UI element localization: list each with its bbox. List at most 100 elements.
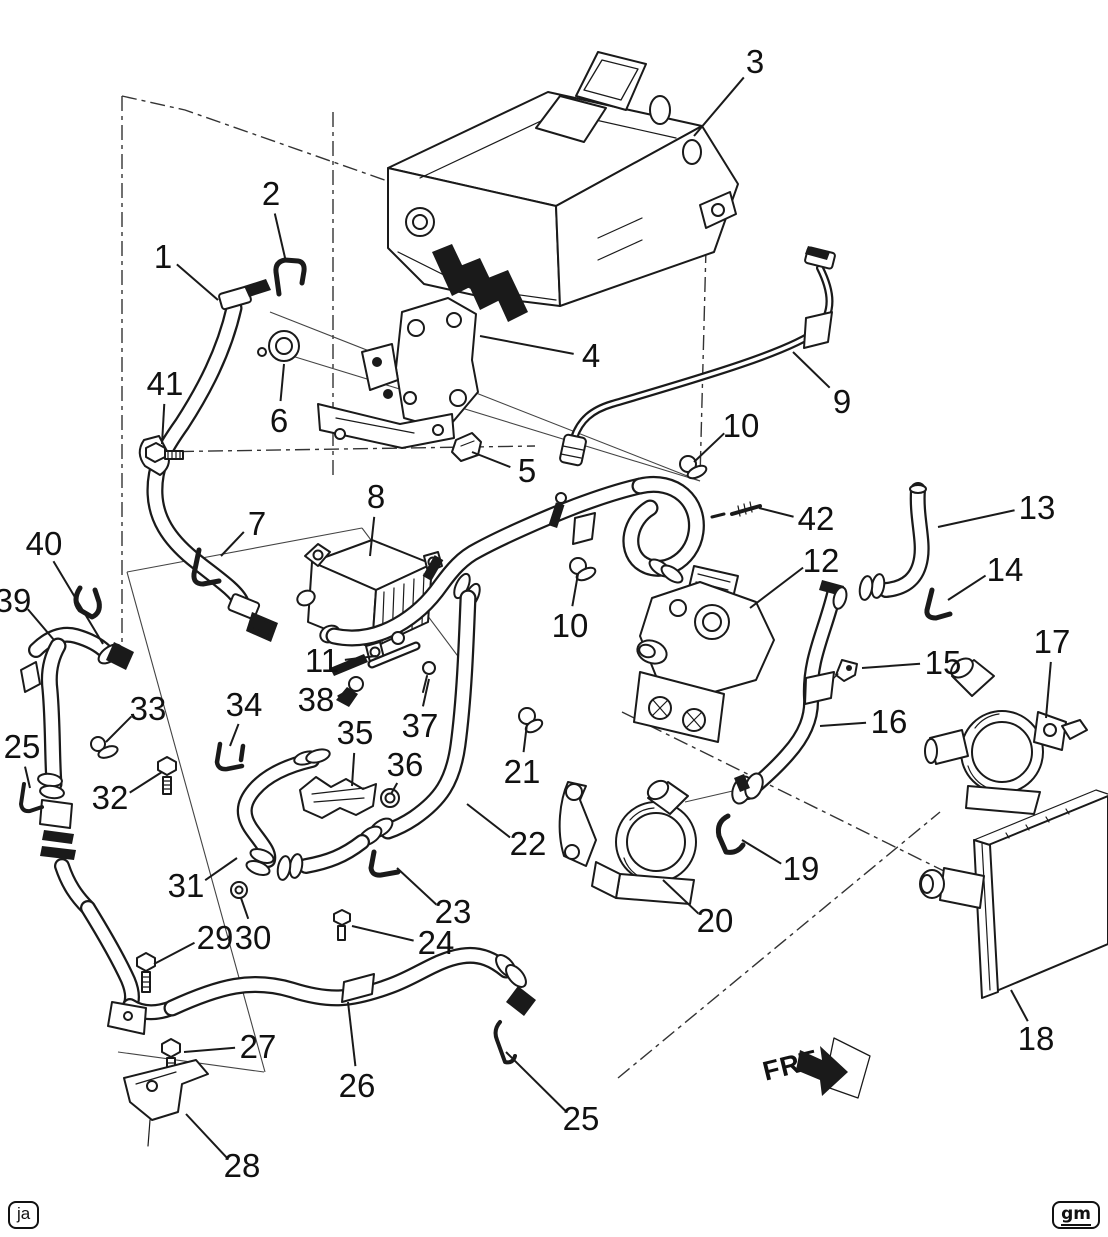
leader-line-20 [662,879,700,915]
leader-line-4 [479,335,574,355]
retainer-clip-2 [273,257,307,297]
bolt-29 [136,952,156,993]
callout-1: 1 [154,238,172,275]
page-tag-left-label: ja [17,1204,31,1223]
leader-line-5 [471,451,511,469]
leader-line-10 [693,432,725,463]
callout-2: 2 [262,175,280,212]
leader-line-10 [571,573,579,607]
callout-23: 23 [435,893,472,930]
callout-25: 25 [563,1100,600,1137]
callout-10: 10 [723,407,760,444]
callout-28: 28 [224,1147,261,1184]
bolt-10-upper [679,455,708,480]
pump-inlet-clamp [731,772,764,805]
leader-line-3 [693,76,745,137]
retainer-clip-19 [715,813,746,855]
leader-line-34 [229,723,240,747]
callout-31: 31 [168,867,205,904]
callout-layer: 1234567891010111213141516171819202122232… [0,43,1070,1184]
frt-arrow-icon [796,1046,848,1096]
leader-line-22 [466,803,511,839]
callout-13: 13 [1019,489,1056,526]
leader-line-6 [279,363,285,402]
leader-line-38 [337,689,350,698]
leader-line-25 [505,1051,567,1112]
leader-line-11 [344,655,377,661]
callout-19: 19 [783,850,820,887]
leader-line-2 [273,213,287,263]
coolant-valve-12 [633,565,775,743]
leader-line-29 [153,941,195,965]
retainer-clip-7 [191,547,222,587]
callout-15: 15 [925,644,962,681]
retainer-clip-40 [73,585,102,620]
callout-37: 37 [402,707,439,744]
callout-34: 34 [226,686,263,723]
hose-31-assembly [236,748,331,876]
hose-1-assembly [138,279,278,642]
page-tag-left: ja [8,1201,40,1229]
hose-13 [858,482,930,601]
callout-21: 21 [504,753,541,790]
callout-8: 8 [367,478,385,515]
leader-line-8 [369,516,376,557]
mounting-bracket [317,297,479,449]
grommet-36 [380,788,400,808]
spring-pin-42 [710,501,762,519]
leader-line-21 [522,723,528,753]
leader-line-31 [204,857,238,882]
callout-9: 9 [833,383,851,420]
leader-line-40 [52,560,104,645]
hose-16 [740,580,848,800]
bracket-35 [299,776,377,819]
bolt-24 [333,909,351,941]
retainer-clip-14 [924,587,953,621]
leader-line-33 [105,715,133,743]
leader-line-27 [183,1046,236,1053]
callout-38: 38 [298,681,335,718]
leader-line-25 [24,766,31,789]
callout-27: 27 [240,1028,277,1065]
callout-17: 17 [1034,623,1071,660]
leader-line-9 [792,351,831,389]
leader-line-39 [27,608,55,641]
leader-line-28 [185,1113,228,1159]
callout-41: 41 [147,365,184,402]
callout-7: 7 [248,505,266,542]
leader-line-14 [947,574,987,601]
bolt-32 [157,756,177,795]
bolt-21 [518,707,544,734]
callout-33: 33 [130,690,167,727]
callout-42: 42 [798,500,835,537]
page-tag-right-label: gm [1061,1204,1091,1226]
leader-line-30 [240,897,250,920]
leader-line-37 [421,678,430,707]
leader-line-16 [819,721,867,727]
retainer-clip-34 [214,741,246,772]
callout-14: 14 [987,551,1024,588]
callout-36: 36 [387,746,424,783]
callout-39: 39 [0,582,31,619]
frt-indicator: FRT [760,1037,871,1099]
leader-line-12 [749,566,804,609]
callout-32: 32 [92,779,129,816]
aux-pump-20 [558,772,764,905]
callout-4: 4 [582,337,600,374]
pipe-clamp-11 [330,631,421,676]
bolt-41 [145,442,184,463]
callout-5: 5 [518,452,536,489]
callout-3: 3 [746,43,764,80]
washer-37 [422,661,436,693]
callout-24: 24 [418,924,455,961]
callout-18: 18 [1018,1020,1055,1057]
leader-line-1 [176,263,219,301]
callout-22: 22 [510,825,547,862]
inverter-module [387,51,739,322]
leader-line-13 [937,509,1015,528]
leader-line-36 [390,782,399,795]
callout-26: 26 [339,1067,376,1104]
callout-40: 40 [26,525,63,562]
leader-line-41 [161,403,166,445]
